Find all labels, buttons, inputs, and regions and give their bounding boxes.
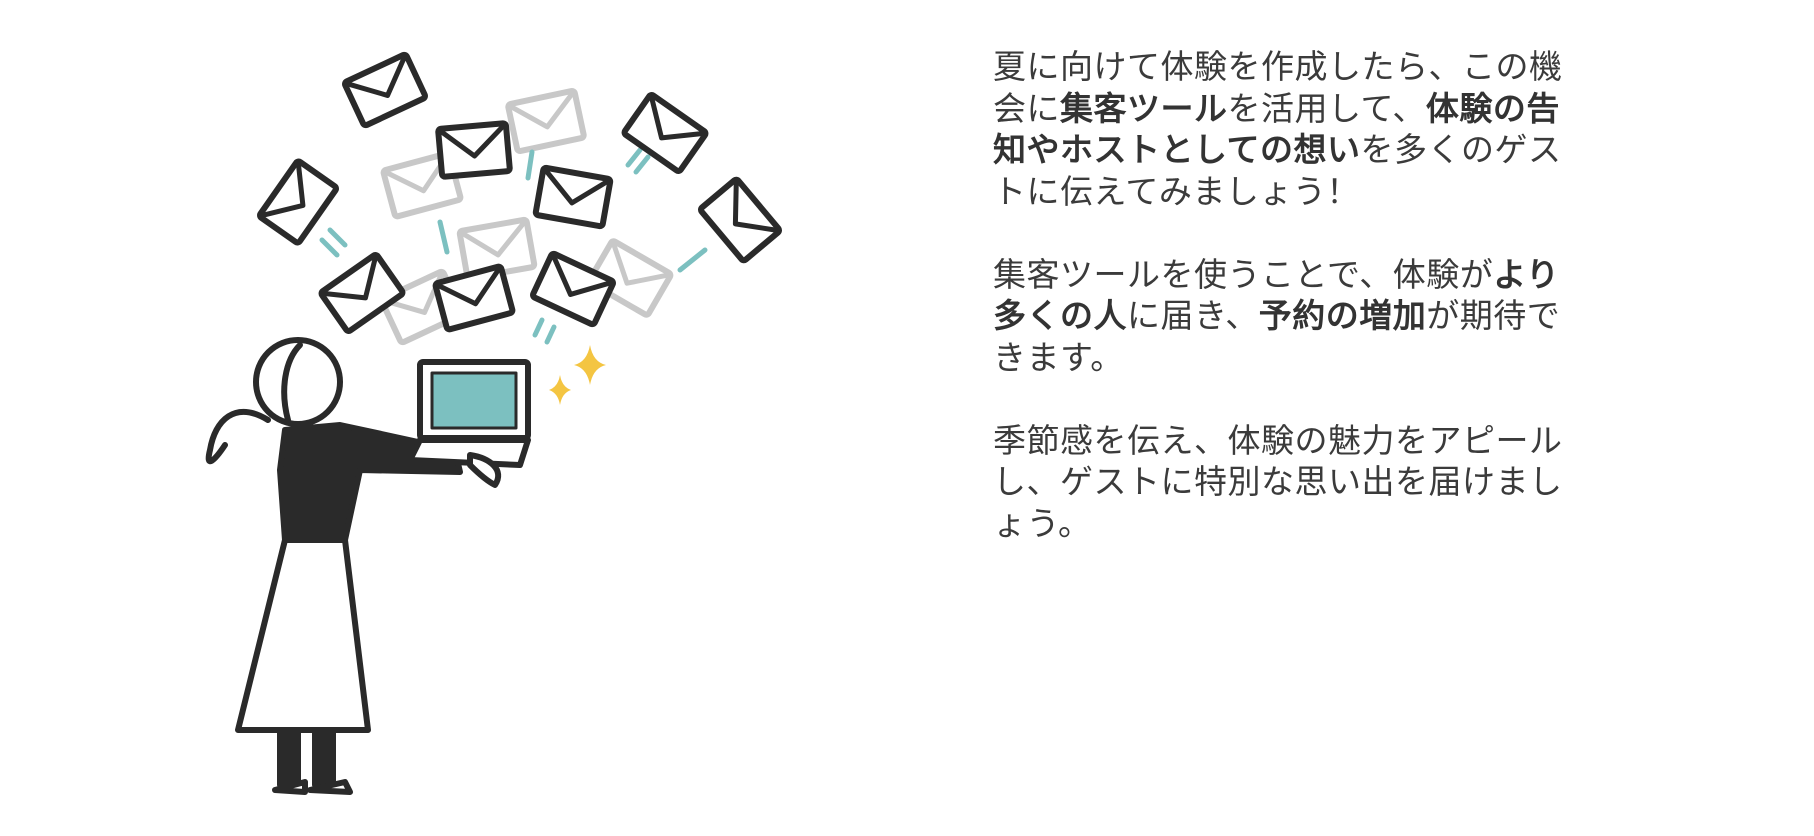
- text-line: 多くの人に届き、予約の増加が期待で: [993, 295, 1753, 337]
- text-segment: を多くのゲス: [1360, 130, 1562, 169]
- text-segment: トに伝えてみましょう！: [993, 171, 1360, 211]
- bold-text: 予約の増加: [1258, 296, 1427, 335]
- envelope-icons: [259, 54, 780, 332]
- bold-text: 集客ツール: [1060, 88, 1228, 128]
- text-line: し、ゲストに特別な思い出を届けまし: [993, 461, 1753, 503]
- text-segment: が期待で: [1426, 296, 1561, 335]
- bold-text: より: [1493, 254, 1560, 294]
- text-line: 集客ツールを使うことで、体験がより: [993, 254, 1753, 296]
- text-segment: 集客ツールを使うことで、体験が: [993, 254, 1494, 294]
- text-segment: 季節感を伝え、体験の魅力をアピール: [993, 420, 1563, 460]
- text-segment: 会に: [993, 88, 1060, 128]
- text-segment: を活用して、: [1227, 88, 1426, 128]
- text-segment: し、ゲストに特別な思い出を届けまし: [993, 462, 1563, 501]
- bold-text: 知やホストとしての想い: [993, 130, 1361, 169]
- text-line: ょう。: [993, 503, 1753, 545]
- text-line: トに伝えてみましょう！: [993, 171, 1753, 213]
- text-line: 季節感を伝え、体験の魅力をアピール: [993, 420, 1753, 462]
- bold-text: 体験の告: [1425, 88, 1560, 128]
- text-segment: ょう。: [993, 503, 1092, 543]
- laptop-icon: [407, 359, 531, 488]
- paragraph: 集客ツールを使うことで、体験がより多くの人に届き、予約の増加が期待できます。: [993, 254, 1753, 379]
- paragraph: 夏に向けて体験を作成したら、この機会に集客ツールを活用して、体験の告知やホストと…: [993, 46, 1753, 212]
- motion-dash-icons: [319, 147, 708, 345]
- paragraph: 季節感を伝え、体験の魅力をアピールし、ゲストに特別な思い出を届けましょう。: [993, 420, 1753, 545]
- text-line: 知やホストとしての想いを多くのゲス: [993, 129, 1753, 171]
- text-line: きます。: [993, 337, 1753, 379]
- text-segment: きます。: [993, 337, 1124, 377]
- text-line: 夏に向けて体験を作成したら、この機: [993, 46, 1753, 88]
- email-marketing-illustration: [205, 0, 1000, 795]
- text-line: 会に集客ツールを活用して、体験の告: [993, 88, 1753, 130]
- sparkle-icons: [549, 345, 606, 405]
- text-segment: に届き、: [1127, 296, 1259, 335]
- text-segment: 夏に向けて体験を作成したら、この機: [993, 47, 1563, 86]
- bold-text: 多くの人: [993, 296, 1127, 335]
- description-text: 夏に向けて体験を作成したら、この機会に集客ツールを活用して、体験の告知やホストと…: [993, 46, 1753, 586]
